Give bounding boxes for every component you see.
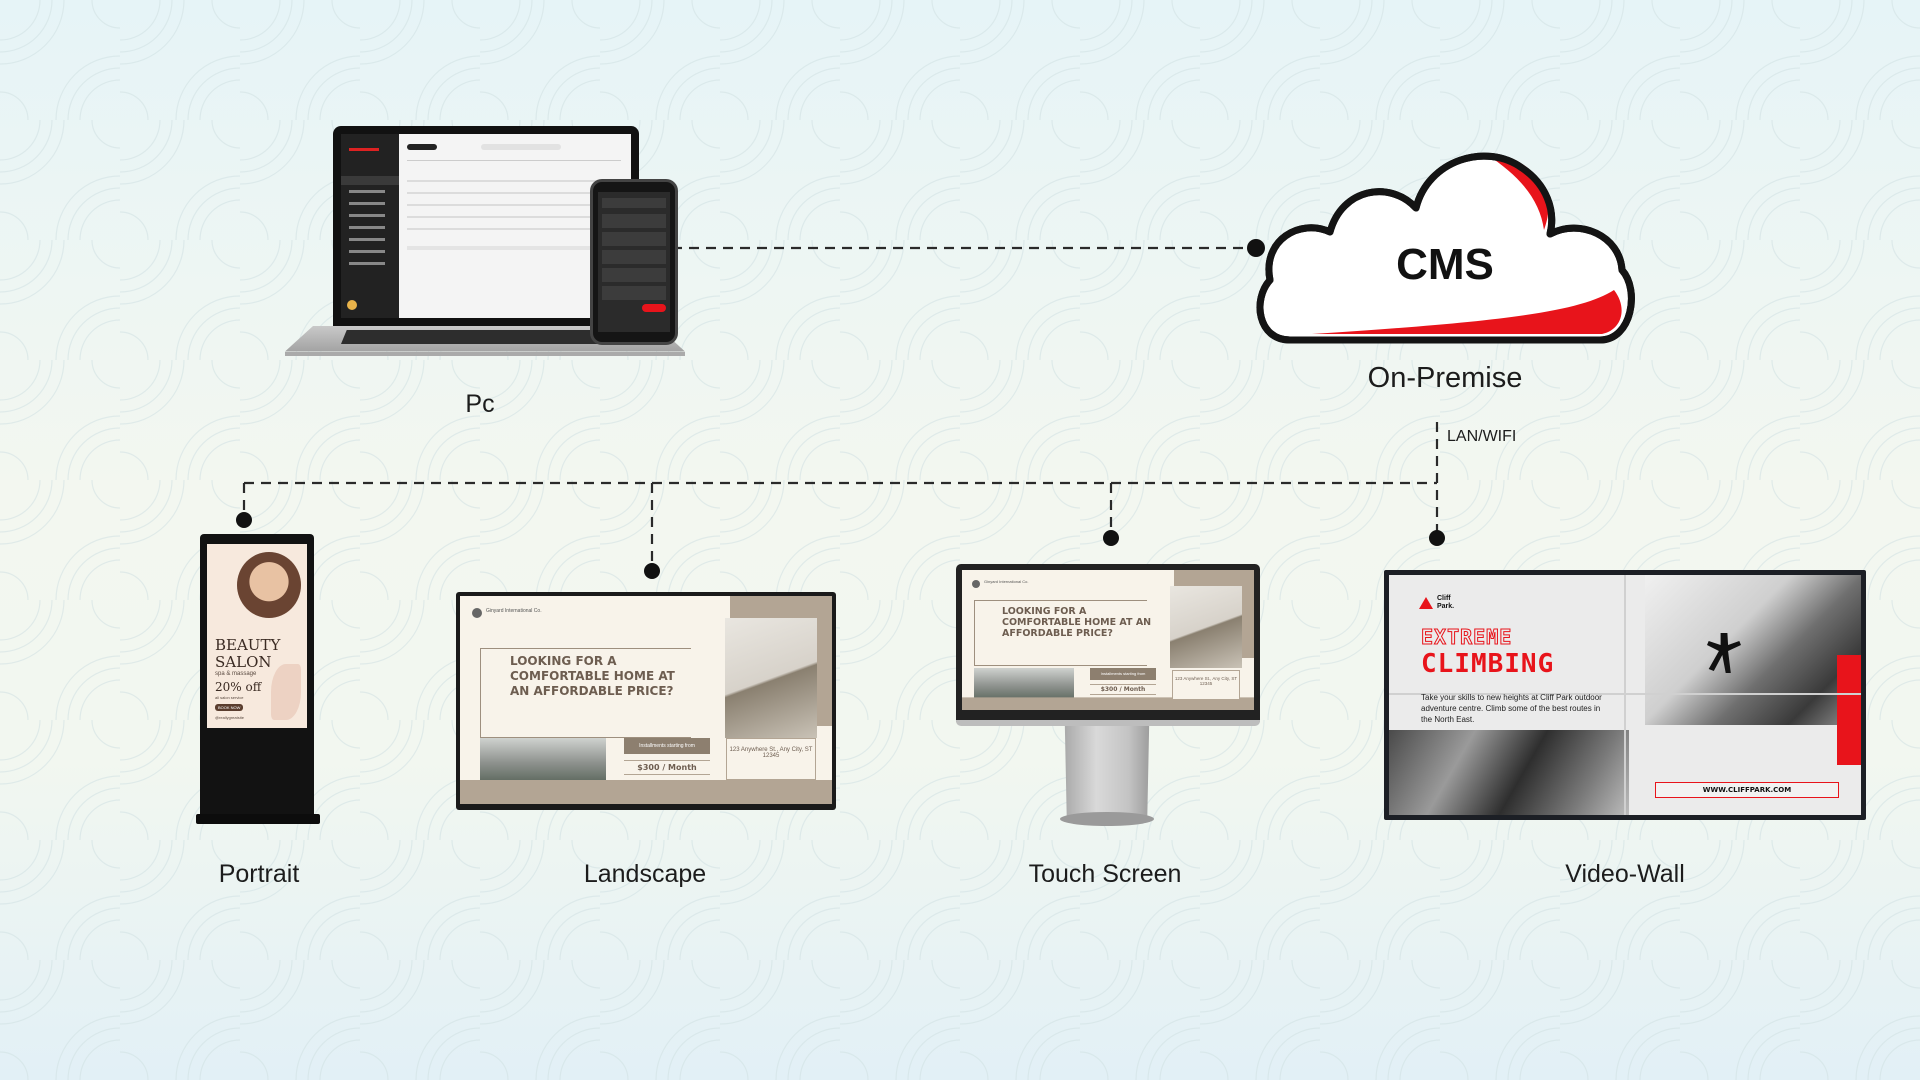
screen-divider-h	[1389, 693, 1861, 695]
brand-logo-icon	[472, 608, 482, 618]
videowall-node-dot	[1429, 530, 1445, 546]
touch-stand	[1064, 714, 1150, 818]
salon-book-button: BOOK NOW	[215, 704, 244, 711]
salon-offer-note: all salon service	[215, 695, 244, 700]
cms-node-dot	[1247, 239, 1265, 257]
touch-brand: Ginyard International Co.	[984, 579, 1029, 584]
cms-title: CMS	[1396, 240, 1494, 289]
cms-cloud[interactable]: CMS	[1250, 140, 1640, 355]
videowall-screen: Cliff Park. EXTREME CLIMBING Take your s…	[1389, 575, 1861, 815]
touch-tag: Installments starting from	[1090, 668, 1156, 680]
touch-frame	[974, 600, 1147, 666]
phone-device	[590, 179, 678, 345]
videowall-label: Video-Wall	[1565, 860, 1685, 888]
portrait-screen: BEAUTY SALON spa & massage 20% off all s…	[207, 544, 307, 728]
salon-offer: 20% off	[215, 680, 262, 694]
touch-device[interactable]: Ginyard International Co. LOOKING FOR A …	[956, 564, 1260, 834]
touch-address: 123 Anywhere St., Any City, ST 12345	[1172, 670, 1240, 700]
touch-sofa-photo	[974, 668, 1074, 700]
model-photo	[237, 552, 301, 618]
landscape-frame	[480, 648, 691, 738]
leaf-decoration	[271, 664, 301, 720]
touch-room-photo	[1170, 586, 1242, 668]
touch-price: $300 / Month	[1090, 684, 1156, 695]
portrait-label: Portrait	[218, 860, 300, 888]
rock-photo	[1645, 575, 1861, 725]
salon-title-1: BEAUTY	[215, 636, 281, 654]
cms-subtitle: On-Premise	[1367, 362, 1523, 394]
landscape-headline: LOOKING FOR A COMFORTABLE HOME AT AN AFF…	[510, 654, 675, 698]
touch-screen: Ginyard International Co. LOOKING FOR A …	[962, 570, 1254, 710]
landscape-brand: Ginyard International Co.	[486, 608, 542, 614]
landscape-bottom-band	[460, 780, 832, 804]
videowall-device[interactable]: Cliff Park. EXTREME CLIMBING Take your s…	[1384, 570, 1866, 820]
touch-label: Touch Screen	[1028, 860, 1182, 888]
landscape-screen: Ginyard International Co. LOOKING FOR A …	[460, 596, 832, 804]
videowall-headline-2: CLIMBING	[1421, 649, 1555, 679]
videowall-headline-1: EXTREME	[1420, 625, 1513, 650]
landscape-price: $300 / Month	[624, 760, 710, 775]
touch-brand-logo-icon	[972, 580, 980, 588]
touch-node-dot	[1103, 530, 1119, 546]
landscape-tag: Installments starting from	[624, 738, 710, 754]
salon-handle: @reallygreatsite	[215, 715, 244, 720]
landscape-node-dot	[644, 563, 660, 579]
salon-subtitle: spa & massage	[215, 671, 257, 677]
sofa-photo	[480, 738, 606, 782]
red-flag-accent	[1837, 655, 1861, 765]
screen-divider-v	[1624, 575, 1626, 815]
room-photo	[725, 618, 817, 738]
pc-device[interactable]	[285, 122, 685, 382]
cloud-icon	[1256, 152, 1635, 344]
bottom-rock-photo	[1389, 730, 1629, 815]
portrait-node-dot	[236, 512, 252, 528]
cliffpark-logo-icon	[1419, 597, 1433, 609]
portrait-device[interactable]: BEAUTY SALON spa & massage 20% off all s…	[196, 534, 320, 826]
laptop-screen	[333, 126, 639, 326]
app-sidebar	[341, 134, 399, 318]
landscape-address: 123 Anywhere St., Any City, ST 12345	[726, 738, 816, 780]
lan-wifi-label: LAN/WIFI	[1447, 428, 1517, 445]
videowall-body: Take your skills to new heights at Cliff…	[1421, 693, 1602, 724]
salon-title-2: SALON	[215, 653, 272, 671]
videowall-brand: Cliff Park.	[1437, 595, 1455, 610]
touch-bottom-band	[962, 697, 1254, 710]
touch-headline: LOOKING FOR A COMFORTABLE HOME AT AN AFF…	[1002, 606, 1152, 639]
landscape-label: Landscape	[583, 860, 707, 888]
videowall-url: WWW.CLIFFPARK.COM	[1655, 782, 1839, 798]
landscape-device[interactable]: Ginyard International Co. LOOKING FOR A …	[456, 592, 836, 810]
pc-label: Pc	[465, 390, 495, 418]
